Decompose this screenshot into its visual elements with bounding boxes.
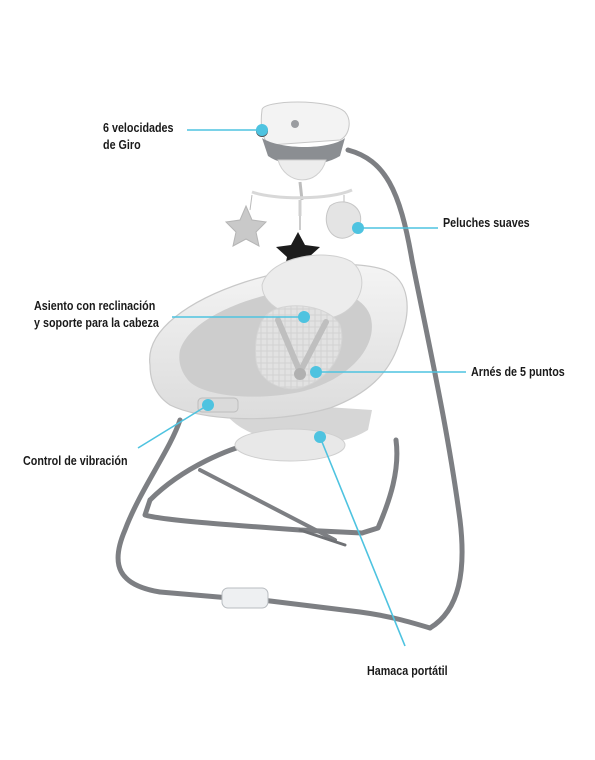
label-vibration: Control de vibración bbox=[23, 453, 128, 470]
label-speeds-line2: de Giro bbox=[103, 138, 141, 152]
label-speeds-line1: 6 velocidades bbox=[103, 121, 174, 135]
motor-unit bbox=[256, 101, 350, 201]
label-speeds: 6 velocidades de Giro bbox=[103, 120, 174, 154]
label-seat-line2: y soporte para la cabeza bbox=[34, 316, 159, 330]
label-vibration-text: Control de vibración bbox=[23, 454, 128, 468]
callout-lines bbox=[137, 129, 466, 647]
swing-frame bbox=[115, 147, 465, 631]
label-bouncer-text: Hamaca portátil bbox=[367, 664, 448, 678]
label-seat: Asiento con reclinación y soporte para l… bbox=[34, 298, 159, 332]
label-plush-text: Peluches suaves bbox=[443, 216, 530, 230]
base-center-plate bbox=[221, 587, 269, 609]
label-harness-text: Arnés de 5 puntos bbox=[471, 365, 565, 379]
seat bbox=[149, 254, 408, 462]
label-plush: Peluches suaves bbox=[443, 215, 530, 232]
grey-star-toy bbox=[224, 204, 268, 247]
label-seat-line1: Asiento con reclinación bbox=[34, 299, 156, 313]
callout-dots bbox=[202, 124, 364, 443]
label-bouncer: Hamaca portátil bbox=[367, 663, 448, 680]
label-harness: Arnés de 5 puntos bbox=[471, 364, 565, 381]
